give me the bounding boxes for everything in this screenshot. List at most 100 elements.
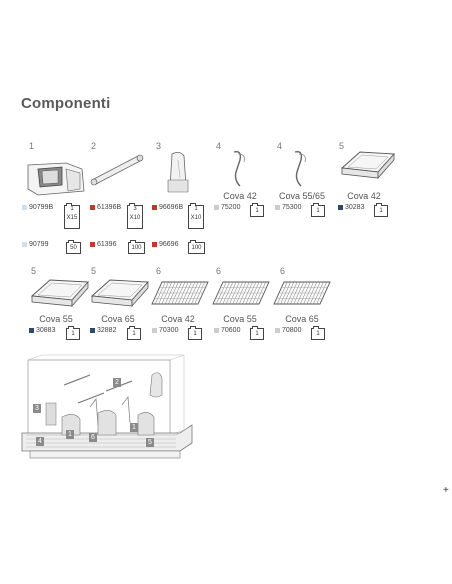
component-index: 5 [31, 266, 37, 276]
component-name: Cova 55 [223, 314, 257, 324]
color-swatch [152, 242, 157, 247]
product-code: 70300 [159, 327, 179, 334]
code-row: 70600 [214, 327, 240, 334]
callout-badge: 3 [33, 404, 41, 413]
tray-illustration [90, 279, 149, 308]
quantity-box: 1 X10 [188, 203, 204, 229]
color-swatch [275, 328, 280, 333]
color-swatch [22, 242, 27, 247]
quantity-value: 50 [70, 245, 77, 251]
callout-badge: 5 [146, 438, 154, 447]
product-code: 96696 [159, 241, 179, 248]
component-name: Cova 65 [285, 314, 319, 324]
color-swatch [338, 205, 343, 210]
drinker-illustration [167, 152, 189, 193]
quantity-box: 1 [250, 203, 264, 217]
product-code: 75300 [282, 204, 302, 211]
callout-badge: 2 [113, 378, 121, 387]
color-swatch [152, 205, 157, 210]
grid-illustration [273, 281, 331, 305]
quantity-box: 3 X10 [127, 203, 143, 229]
color-swatch [90, 242, 95, 247]
quantity-value: 1 [70, 206, 74, 212]
component-index: 2 [91, 141, 97, 151]
color-swatch [22, 205, 27, 210]
callout-badge: 1 [130, 423, 138, 432]
quantity-box: 1 [374, 203, 388, 217]
quantity-box: 1 [311, 203, 325, 217]
page-title: Componenti [21, 95, 111, 112]
callout-badge: 4 [36, 437, 44, 446]
code-row: 96696B [152, 204, 183, 211]
component-index: 1 [29, 141, 35, 151]
component-name: Cova 42 [347, 191, 381, 201]
quantity-box: 1 X15 [64, 203, 80, 229]
component-name: Cova 55/65 [278, 191, 326, 201]
component-index: 4 [277, 141, 283, 151]
component-name: Cova 42 [223, 191, 257, 201]
product-code: 61396B [97, 204, 122, 211]
component-index: 6 [216, 266, 222, 276]
component-index: 4 [216, 141, 222, 151]
quantity-value: 100 [131, 245, 142, 251]
quantity-value: 1 [255, 208, 259, 214]
plus-marker: + [443, 485, 449, 496]
quantity-box: 1 [311, 326, 325, 340]
code-row: 30283 [338, 204, 364, 211]
tray-illustration [340, 151, 395, 180]
callout-badge: 6 [89, 433, 97, 442]
code-row: 90799 [22, 241, 48, 248]
quantity-value: 100 [191, 245, 202, 251]
code-row: 61396 [90, 241, 116, 248]
feeder-illustration [27, 162, 85, 196]
component-index: 3 [156, 141, 162, 151]
quantity-box: 100 [128, 240, 145, 254]
color-swatch [90, 328, 95, 333]
quantity-box: 1 [66, 326, 80, 340]
code-row: 61396B [90, 204, 121, 211]
component-index: 5 [91, 266, 97, 276]
product-code: 90799B [29, 204, 54, 211]
code-row: 70800 [275, 327, 301, 334]
color-swatch [214, 205, 219, 210]
quantity-box: 1 [250, 326, 264, 340]
quantity-value: X10 [190, 215, 202, 221]
color-swatch [90, 205, 95, 210]
quantity-value: 1 [316, 331, 320, 337]
quantity-box: 1 [127, 326, 141, 340]
cage-assembly-illustration [21, 354, 193, 459]
code-row: 75200 [214, 204, 240, 211]
component-index: 5 [339, 141, 345, 151]
product-code: 75200 [221, 204, 241, 211]
product-code: 96696B [159, 204, 184, 211]
quantity-value: 1 [194, 206, 198, 212]
component-name: Cova 42 [161, 314, 195, 324]
product-code: 32882 [97, 327, 117, 334]
quantity-value: 3 [133, 206, 137, 212]
quantity-value: X15 [66, 215, 78, 221]
code-row: 32882 [90, 327, 116, 334]
perch-illustration [90, 154, 144, 186]
color-swatch [29, 328, 34, 333]
code-row: 75300 [275, 204, 301, 211]
color-swatch [214, 328, 219, 333]
grid-illustration [151, 281, 209, 305]
product-code: 90799 [29, 241, 49, 248]
quantity-box: 50 [66, 240, 81, 254]
product-code: 70600 [221, 327, 241, 334]
color-swatch [152, 328, 157, 333]
code-row: 70300 [152, 327, 178, 334]
product-code: 30283 [345, 204, 365, 211]
code-row: 90799B [22, 204, 53, 211]
quantity-value: X10 [129, 215, 141, 221]
hook-illustration [233, 150, 245, 187]
product-code: 70800 [282, 327, 302, 334]
component-name: Cova 55 [39, 314, 73, 324]
code-row: 96696 [152, 241, 178, 248]
quantity-value: 1 [132, 331, 136, 337]
quantity-box: 100 [188, 240, 205, 254]
quantity-box: 1 [188, 326, 202, 340]
code-row: 30883 [29, 327, 55, 334]
product-code: 30883 [36, 327, 56, 334]
hook-illustration [294, 150, 306, 187]
